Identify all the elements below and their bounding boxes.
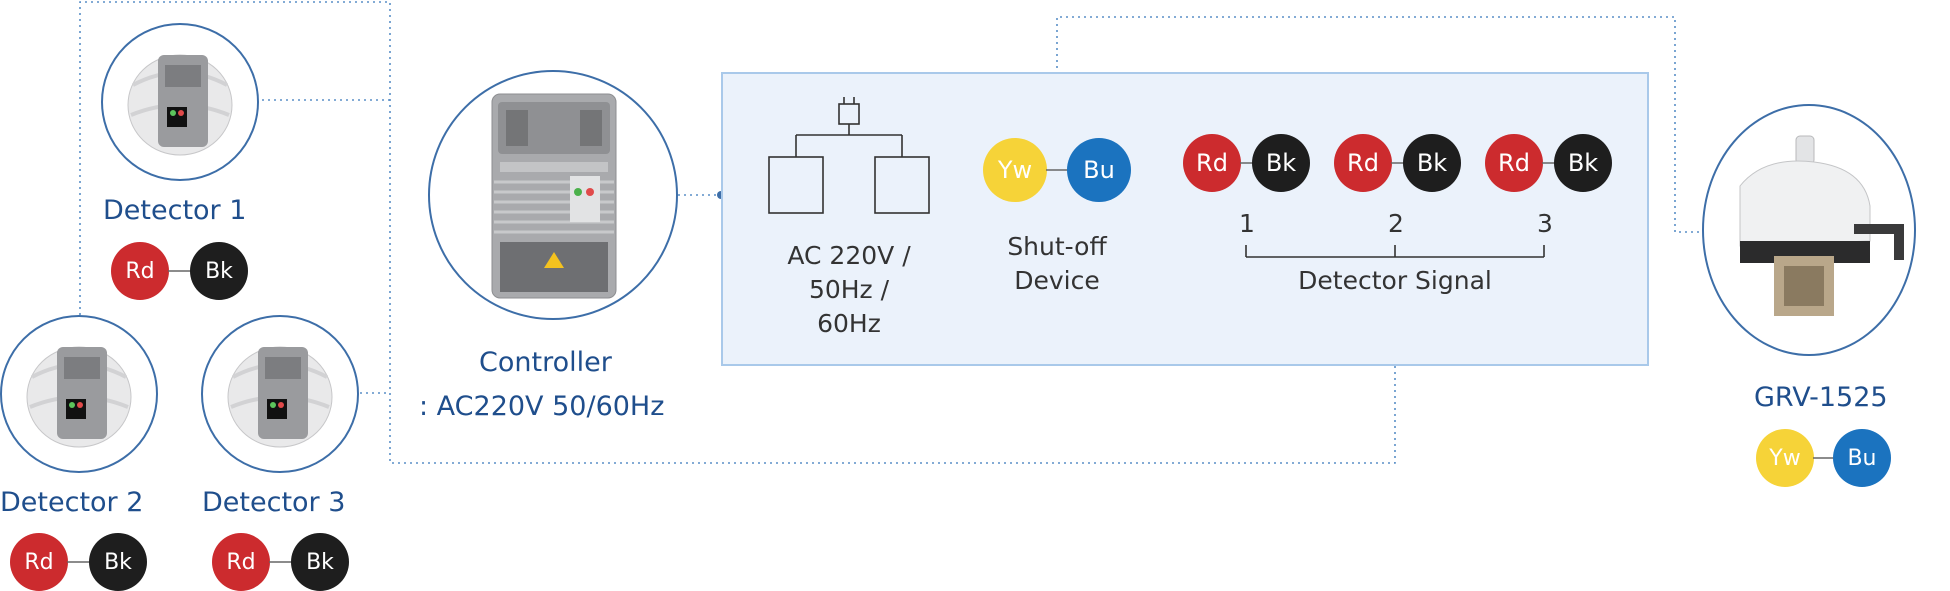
detector-3-red-dot: Rd [212, 533, 270, 591]
controller-label: Controller [479, 347, 612, 378]
detector-2-red-dot: Rd [10, 533, 68, 591]
shutoff-yellow-dot: Yw [983, 138, 1047, 202]
detector-3-black-dot: Bk [291, 533, 349, 591]
valve-yellow-dot: Yw [1756, 429, 1814, 487]
shutoff-blue-dot: Bu [1067, 138, 1131, 202]
controller-device-image [491, 93, 617, 299]
signal-2-red-dot: Rd [1334, 134, 1392, 192]
power-label: AC 220V / 50Hz / 60Hz [787, 241, 911, 338]
controller-photo [428, 70, 678, 320]
detector-3-link [269, 561, 293, 563]
shutoff-label: Shut-off Device [1007, 232, 1107, 295]
detector-2-label: Detector 2 [0, 487, 144, 518]
detector-1-label: Detector 1 [103, 195, 247, 226]
signal-bracket [1245, 245, 1545, 258]
detector-1-link [168, 270, 192, 272]
detector-2-photo [0, 315, 158, 473]
power-plug-icon [768, 97, 930, 214]
signal-number-1: 1 [1239, 209, 1255, 238]
signal-1-black-dot: Bk [1252, 134, 1310, 192]
detector-1-red-dot: Rd [111, 242, 169, 300]
detector-device-image [227, 346, 333, 448]
controller-spec: : AC220V 50/60Hz [419, 391, 665, 422]
signal-3-red-dot: Rd [1485, 134, 1543, 192]
detector-3-label: Detector 3 [202, 487, 346, 518]
detector-device-image [127, 54, 233, 156]
valve-device-image [1739, 135, 1904, 316]
detector-3-photo [201, 315, 359, 473]
shutoff-link [1046, 169, 1070, 171]
signal-3-black-dot: Bk [1554, 134, 1612, 192]
signal-2-black-dot: Bk [1403, 134, 1461, 192]
signal-number-3: 3 [1537, 209, 1553, 238]
signal-1-red-dot: Rd [1183, 134, 1241, 192]
detector-1-black-dot: Bk [190, 242, 248, 300]
valve-blue-dot: Bu [1833, 429, 1891, 487]
terminal-panel [721, 72, 1649, 366]
detector-device-image [26, 346, 132, 448]
valve-photo [1702, 104, 1916, 356]
detector-1-photo [101, 23, 259, 181]
signal-label: Detector Signal [1298, 266, 1492, 295]
detector-bus-top [79, 1, 1396, 464]
detector-2-black-dot: Bk [89, 533, 147, 591]
signal-number-2: 2 [1388, 209, 1404, 238]
detector-2-link [67, 561, 91, 563]
valve-label: GRV-1525 [1754, 382, 1888, 413]
